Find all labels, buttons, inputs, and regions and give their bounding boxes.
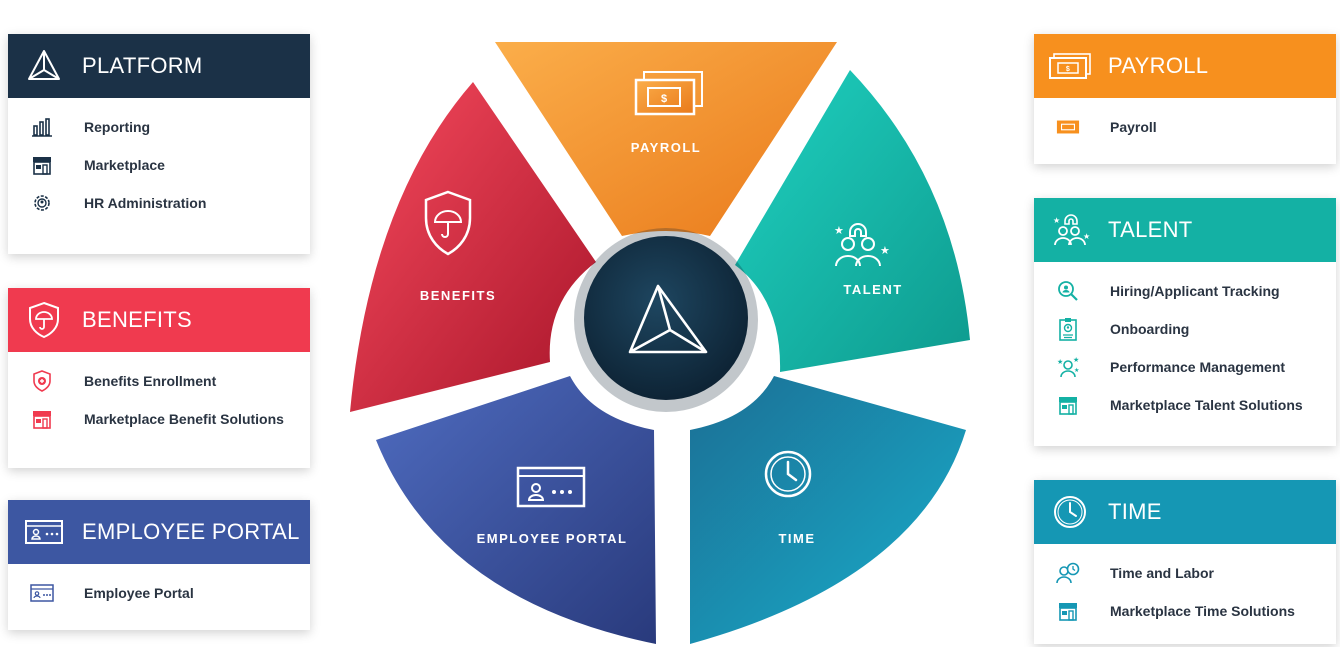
wheel-label-payroll: PAYROLL: [631, 140, 701, 155]
money-icon: $: [1048, 44, 1092, 88]
item-label: Hiring/Applicant Tracking: [1110, 283, 1280, 299]
wheel-label-time: TIME: [778, 531, 815, 546]
time-item-marketplace[interactable]: Marketplace Time Solutions: [1034, 592, 1336, 630]
triangle-logo-icon: [22, 44, 66, 88]
item-label: Marketplace Talent Solutions: [1110, 397, 1303, 413]
item-label: Marketplace Time Solutions: [1110, 603, 1295, 619]
employee-portal-item[interactable]: Employee Portal: [8, 574, 310, 612]
gear-people-icon: [30, 191, 54, 215]
talent-item-onboarding[interactable]: Onboarding: [1034, 310, 1336, 348]
svg-text:★: ★: [1057, 358, 1063, 366]
svg-text:$: $: [1066, 66, 1070, 73]
store-icon: [30, 407, 54, 431]
id-card-icon: [30, 581, 54, 605]
time-card: TIME Time and Labor Marketplace Time Sol…: [1034, 480, 1336, 644]
payroll-title: PAYROLL: [1108, 53, 1209, 78]
wheel-label-talent: TALENT: [843, 282, 902, 297]
talent-header[interactable]: ★★ TALENT: [1034, 198, 1336, 262]
badge-icon: [1056, 317, 1080, 341]
talent-item-marketplace[interactable]: Marketplace Talent Solutions: [1034, 386, 1336, 424]
talent-card: ★★ TALENT Hiring/Applicant Tracking Onbo…: [1034, 198, 1336, 446]
benefits-title: BENEFITS: [82, 307, 192, 332]
time-item-time-and-labor[interactable]: Time and Labor: [1034, 554, 1336, 592]
search-person-icon: [1056, 279, 1080, 303]
employee-portal-header[interactable]: EMPLOYEE PORTAL: [8, 500, 310, 564]
svg-text:★: ★: [880, 244, 890, 257]
wheel-segment-benefits[interactable]: [350, 82, 596, 412]
person-clock-icon: [1056, 561, 1080, 585]
payroll-card: $ PAYROLL Payroll: [1034, 34, 1336, 164]
clock-icon: [1048, 490, 1092, 534]
wheel-label-benefits: BENEFITS: [420, 288, 496, 303]
benefits-header[interactable]: BENEFITS: [8, 288, 310, 352]
svg-text:★: ★: [834, 224, 844, 237]
svg-text:★: ★: [1053, 216, 1060, 225]
item-label: Benefits Enrollment: [84, 373, 217, 389]
store-icon: [1056, 599, 1080, 623]
employee-portal-title: EMPLOYEE PORTAL: [82, 519, 300, 544]
item-label: Reporting: [84, 119, 151, 135]
clock-icon: [764, 450, 812, 498]
wheel-label-employee-portal: EMPLOYEE PORTAL: [477, 531, 628, 546]
time-title: TIME: [1108, 499, 1162, 524]
wheel-segment-talent[interactable]: [735, 70, 970, 372]
payroll-item[interactable]: Payroll: [1034, 108, 1336, 146]
svg-text:★: ★: [1074, 367, 1079, 374]
talent-item-performance[interactable]: ★ ★ ★ Performance Management: [1034, 348, 1336, 386]
shield-umbrella-icon: [424, 190, 472, 256]
benefits-item-marketplace[interactable]: Marketplace Benefit Solutions: [8, 400, 310, 438]
star-person-icon: ★ ★ ★: [1056, 355, 1080, 379]
platform-header[interactable]: PLATFORM: [8, 34, 310, 98]
wheel-segment-time[interactable]: [690, 376, 966, 644]
svg-text:★: ★: [1083, 232, 1090, 241]
item-label: Marketplace: [84, 157, 165, 173]
platform-item-reporting[interactable]: Reporting: [8, 108, 310, 146]
people-magnet-icon: ★ ★: [834, 223, 890, 267]
time-header[interactable]: TIME: [1034, 480, 1336, 544]
money-icon: [1056, 115, 1080, 139]
talent-item-hiring[interactable]: Hiring/Applicant Tracking: [1034, 272, 1336, 310]
svg-text:$: $: [661, 93, 667, 105]
item-label: HR Administration: [84, 195, 207, 211]
item-label: Performance Management: [1110, 359, 1286, 375]
platform-item-hr-administration[interactable]: HR Administration: [8, 184, 310, 222]
svg-text:★: ★: [1073, 356, 1079, 364]
employee-portal-card: EMPLOYEE PORTAL Employee Portal: [8, 500, 310, 630]
item-label: Onboarding: [1110, 321, 1190, 337]
item-label: Payroll: [1110, 119, 1157, 135]
item-label: Marketplace Benefit Solutions: [84, 411, 284, 427]
product-wheel: $ ★ ★ PAYROLL TALENT TIME EMPLOYEE PORTA…: [350, 42, 970, 644]
store-icon: [1056, 393, 1080, 417]
people-magnet-icon: ★★: [1048, 208, 1092, 252]
talent-title: TALENT: [1108, 217, 1193, 242]
shield-umbrella-icon: [22, 298, 66, 342]
id-card-icon: [22, 510, 66, 554]
item-label: Employee Portal: [84, 585, 194, 601]
triangle-logo-icon: [628, 284, 708, 354]
shield-plus-icon: [30, 369, 54, 393]
wheel-segment-payroll[interactable]: [495, 42, 837, 236]
item-label: Time and Labor: [1110, 565, 1214, 581]
money-icon: $: [634, 71, 703, 116]
wheel-segment-employee-portal[interactable]: [376, 376, 656, 644]
platform-item-marketplace[interactable]: Marketplace: [8, 146, 310, 184]
store-icon: [30, 153, 54, 177]
benefits-item-enrollment[interactable]: Benefits Enrollment: [8, 362, 310, 400]
platform-title: PLATFORM: [82, 53, 203, 78]
chart-icon: [30, 115, 54, 139]
payroll-header[interactable]: $ PAYROLL: [1034, 34, 1336, 98]
platform-card: PLATFORM Reporting Marketplace HR Admini…: [8, 34, 310, 254]
benefits-card: BENEFITS Benefits Enrollment Marketplace…: [8, 288, 310, 468]
id-card-icon: [516, 466, 586, 508]
